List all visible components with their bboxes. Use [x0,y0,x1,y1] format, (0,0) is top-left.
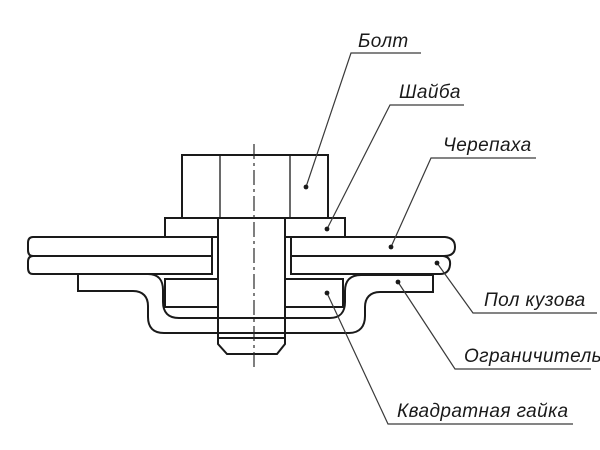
bolt-head [181,154,329,219]
label-bolt: Болт [358,31,409,52]
label-washer: Шайба [399,82,461,103]
callout-washer: Шайба [324,82,464,232]
square-nut-section [164,278,344,308]
callout-bolt: Болт [303,31,421,190]
leader-dot-turtle [388,244,394,250]
leader-line-body-floor [436,262,597,314]
callout-turtle: Черепаха [388,135,536,250]
body-floor-plate-section [27,255,452,275]
washer-section [164,217,346,238]
callout-square-nut: Квадратная гайка [324,290,573,425]
leader-line-square-nut [326,292,573,425]
label-limiter: Ограничитель [464,346,600,367]
label-body-floor: Пол кузова [484,290,586,311]
label-square-nut: Квадратная гайка [397,401,568,422]
leader-dot-washer [324,226,330,232]
label-turtle: Черепаха [443,135,532,156]
leader-line-bolt [305,52,421,188]
leader-line-washer [326,104,464,230]
leader-dot-bolt [303,184,309,190]
limiter-bracket-section [77,273,434,334]
leader-line-limiter [397,281,591,370]
leader-dot-limiter [395,279,401,285]
callout-limiter: Ограничитель [395,279,600,370]
leader-dot-square-nut [324,290,330,296]
leader-line-turtle [390,157,536,248]
callout-body-floor: Пол кузова [434,260,597,314]
leader-dot-body-floor [434,260,440,266]
